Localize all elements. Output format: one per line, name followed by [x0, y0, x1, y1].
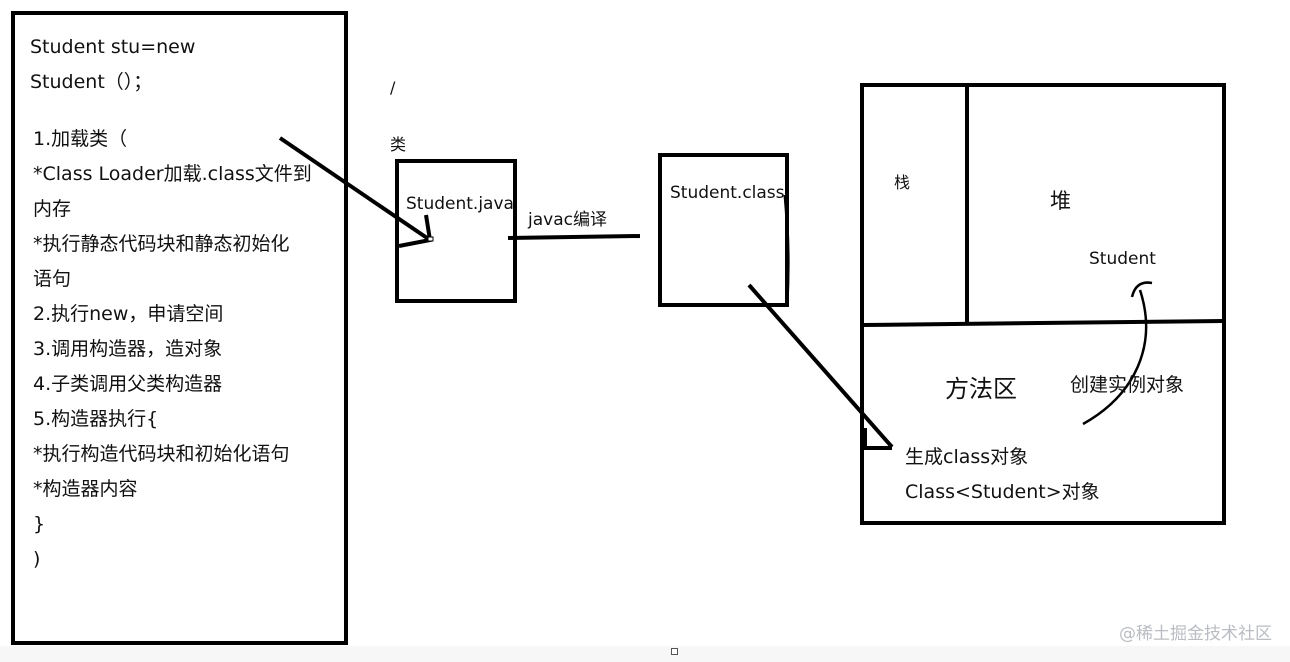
step-3: 3.调用构造器，造对象 — [33, 338, 223, 360]
step-1-detail-b: *执行静态代码块和静态初始化 — [33, 233, 290, 255]
close-brace: } — [33, 513, 46, 535]
heap-student-label: Student — [1089, 249, 1156, 269]
code-line-2: Student（）； — [30, 71, 153, 93]
tiny-marker — [427, 236, 434, 242]
close-paren: ) — [33, 548, 41, 570]
class-label: 类 — [390, 135, 407, 154]
bottom-strip — [0, 646, 1290, 662]
heap-label: 堆 — [1050, 189, 1071, 213]
step-5: 5.构造器执行{ — [33, 408, 159, 430]
step-5-detail-b: *构造器内容 — [33, 478, 138, 500]
stack-label: 栈 — [894, 173, 911, 192]
create-instance-curve — [1082, 289, 1148, 426]
step-1: 1.加载类（ — [33, 128, 128, 150]
load-arrow-line — [278, 136, 432, 242]
class-to-method-arrow-line — [747, 283, 894, 449]
step-1-detail-b-cont: 语句 — [33, 268, 72, 290]
code-line-1: Student stu=new — [30, 36, 196, 58]
method-area-label: 方法区 — [945, 375, 1017, 403]
step-4: 4.子类调用父类构造器 — [33, 373, 223, 395]
student-java-box — [395, 159, 517, 303]
method-area-divider — [863, 319, 1225, 327]
javac-line — [507, 234, 641, 240]
watermark: @稀土掘金技术社区 — [1119, 624, 1272, 644]
student-class-label: Student.class — [670, 183, 785, 203]
student-java-label: Student.java — [406, 194, 514, 214]
create-instance-arrow-head — [1130, 281, 1153, 298]
step-1-detail-a-cont: 内存 — [33, 198, 72, 220]
javac-compile-label: javac编译 — [528, 210, 607, 230]
slash-mark: / — [390, 78, 396, 97]
step-5-detail-a: *执行构造代码块和初始化语句 — [33, 443, 290, 465]
class-student-object-label: Class<Student>对象 — [905, 481, 1100, 503]
step-1-detail-a: *Class Loader加载.class文件到 — [33, 163, 312, 185]
create-instance-label: 创建实例对象 — [1070, 374, 1185, 396]
left-code-box — [11, 11, 348, 645]
bottom-marker — [671, 648, 678, 655]
load-arrow-head — [398, 214, 433, 248]
step-2: 2.执行new，申请空间 — [33, 303, 224, 325]
class-box-edge — [783, 194, 790, 306]
class-to-method-arrow-head — [863, 428, 892, 450]
generate-class-object-label: 生成class对象 — [905, 446, 1029, 468]
student-class-box — [658, 153, 789, 307]
